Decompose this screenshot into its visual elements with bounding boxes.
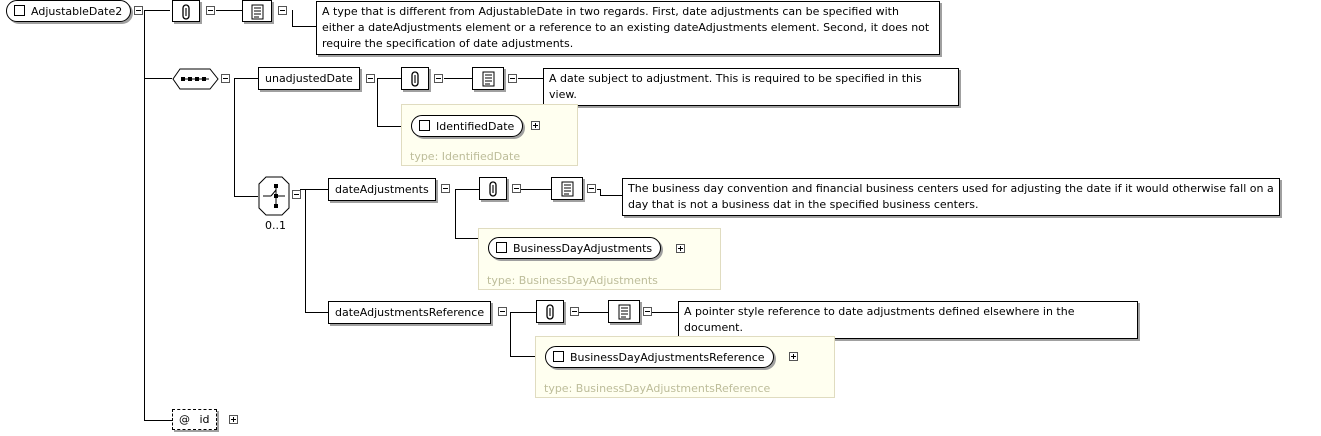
element-square-icon bbox=[419, 120, 430, 131]
element-unadjusted-date[interactable]: unadjustedDate bbox=[258, 67, 360, 90]
dar-link-line bbox=[305, 312, 328, 313]
identified-date-expand-toggle[interactable] bbox=[531, 121, 540, 130]
dar-ann-line-2 bbox=[578, 312, 608, 313]
attribute-id-label: id bbox=[199, 413, 210, 426]
paperclip-icon bbox=[489, 181, 497, 197]
da-ann-line-3 bbox=[597, 189, 600, 190]
unadjusted-annotation-icon-box[interactable] bbox=[401, 67, 429, 90]
unadjusted-label: unadjustedDate bbox=[265, 72, 353, 85]
root-doc-elbow-h bbox=[292, 26, 316, 27]
dar-ann-line-3 bbox=[652, 312, 678, 313]
dar-collapse-toggle[interactable] bbox=[498, 307, 507, 316]
da-annotation-toggle[interactable] bbox=[512, 184, 521, 193]
root-trunk-line bbox=[144, 10, 145, 420]
annotation-icon-box[interactable] bbox=[172, 0, 200, 22]
choice-icon bbox=[258, 176, 290, 216]
da-ann-elbow-h bbox=[600, 195, 622, 196]
sequence-collapse-toggle[interactable] bbox=[221, 74, 230, 83]
element-date-adjustments[interactable]: dateAdjustments bbox=[328, 178, 436, 201]
da-annotation-icon-box[interactable] bbox=[479, 177, 507, 200]
attribute-expand-toggle[interactable] bbox=[229, 415, 238, 424]
choice-link-line bbox=[234, 196, 258, 197]
element-square-icon bbox=[496, 242, 507, 253]
dar-ann-line bbox=[510, 312, 536, 313]
element-square-icon bbox=[14, 5, 25, 16]
da-collapse-toggle[interactable] bbox=[441, 184, 450, 193]
da-doc-toggle[interactable] bbox=[587, 184, 596, 193]
da-doc-icon-box[interactable] bbox=[551, 177, 583, 200]
dar-documentation: A pointer style reference to date adjust… bbox=[678, 301, 1138, 339]
da-type-label: type: BusinessDayAdjustments bbox=[487, 274, 658, 287]
root-label: AdjustableDate2 bbox=[31, 5, 123, 18]
unadjusted-ann-line-2 bbox=[444, 78, 472, 79]
unadjusted-type-v bbox=[377, 78, 378, 126]
root-element[interactable]: AdjustableDate2 bbox=[6, 0, 132, 22]
paperclip-icon bbox=[182, 4, 190, 20]
bda-expand-toggle[interactable] bbox=[676, 244, 685, 253]
root-collapse-toggle[interactable] bbox=[134, 6, 143, 15]
attribute-at-icon: @ bbox=[179, 413, 190, 426]
documentation-icon-box[interactable] bbox=[242, 0, 272, 22]
dar-type-h bbox=[510, 356, 544, 357]
element-square-icon bbox=[553, 351, 564, 362]
root-doc-link-line bbox=[216, 10, 242, 11]
choice-compositor[interactable] bbox=[258, 176, 292, 216]
date-adjustments-documentation: The business day convention and financia… bbox=[622, 178, 1280, 216]
unadjusted-ann-line-3 bbox=[518, 78, 543, 79]
attribute-id[interactable]: @ id bbox=[172, 409, 217, 430]
choice-trunk-line bbox=[305, 189, 306, 312]
scroll-doc-icon bbox=[561, 181, 574, 197]
sequence-trunk-line bbox=[234, 78, 235, 196]
scroll-doc-icon bbox=[618, 304, 631, 320]
type-identified-date[interactable]: IdentifiedDate bbox=[411, 115, 524, 137]
bdar-label: BusinessDayAdjustmentsReference bbox=[570, 351, 765, 364]
sequence-icon bbox=[172, 68, 219, 90]
type-business-day-adjustments[interactable]: BusinessDayAdjustments bbox=[488, 237, 662, 259]
da-link-line bbox=[300, 189, 328, 190]
unadjusted-type-h bbox=[377, 126, 411, 127]
bdar-expand-toggle[interactable] bbox=[789, 352, 798, 361]
unadjusted-annotation-toggle[interactable] bbox=[434, 74, 443, 83]
documentation-collapse-toggle[interactable] bbox=[278, 6, 287, 15]
dar-doc-icon-box[interactable] bbox=[608, 300, 640, 323]
dar-annotation-toggle[interactable] bbox=[570, 307, 579, 316]
unadjusted-collapse-toggle[interactable] bbox=[366, 74, 375, 83]
root-documentation: A type that is different from Adjustable… bbox=[316, 1, 940, 55]
dar-label: dateAdjustmentsReference bbox=[335, 306, 485, 319]
sequence-compositor[interactable] bbox=[172, 68, 219, 90]
identified-date-label: IdentifiedDate bbox=[436, 120, 515, 133]
choice-cardinality: 0..1 bbox=[265, 219, 286, 232]
da-ann-line-2 bbox=[521, 189, 551, 190]
unadjusted-doc-toggle[interactable] bbox=[508, 74, 517, 83]
sequence-link-line bbox=[144, 78, 172, 79]
unadjusted-ann-line bbox=[377, 78, 401, 79]
choice-collapse-toggle[interactable] bbox=[292, 190, 301, 199]
root-doc-elbow-v bbox=[292, 10, 293, 26]
type-business-day-adjustments-reference[interactable]: BusinessDayAdjustmentsReference bbox=[545, 346, 774, 368]
element-date-adjustments-reference[interactable]: dateAdjustmentsReference bbox=[328, 301, 492, 324]
unadjusted-link-line bbox=[234, 78, 258, 79]
da-ann-line bbox=[455, 189, 479, 190]
unadjusted-doc-icon-box[interactable] bbox=[472, 67, 504, 90]
date-adjustments-label: dateAdjustments bbox=[335, 183, 429, 196]
scroll-doc-icon bbox=[251, 4, 264, 20]
da-type-h bbox=[455, 238, 488, 239]
unadjusted-documentation: A date subject to adjustment. This is re… bbox=[543, 68, 959, 106]
unadjusted-type-label: type: IdentifiedDate bbox=[410, 150, 521, 163]
paperclip-icon bbox=[546, 304, 554, 320]
dar-annotation-icon-box[interactable] bbox=[536, 300, 564, 323]
scroll-doc-icon bbox=[482, 71, 495, 87]
root-link-line bbox=[144, 10, 170, 11]
paperclip-icon bbox=[411, 71, 419, 87]
dar-doc-toggle[interactable] bbox=[643, 307, 652, 316]
dar-type-v bbox=[510, 312, 511, 356]
dar-type-label: type: BusinessDayAdjustmentsReference bbox=[544, 382, 771, 395]
bda-label: BusinessDayAdjustments bbox=[513, 242, 653, 255]
annotation-collapse-toggle[interactable] bbox=[206, 6, 215, 15]
da-ann-elbow-v bbox=[600, 189, 601, 195]
attr-link-line bbox=[144, 420, 172, 421]
da-type-v bbox=[455, 189, 456, 238]
